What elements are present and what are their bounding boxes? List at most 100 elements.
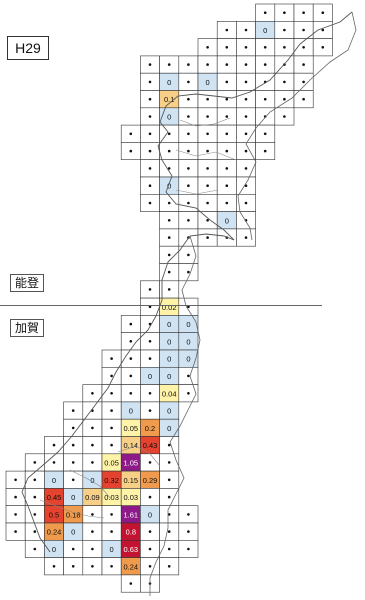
sample-point-dot — [321, 28, 325, 32]
sample-point-dot — [148, 357, 152, 360]
sample-point-dot — [206, 149, 209, 153]
sample-point-dot — [206, 201, 209, 205]
sample-point-dot — [148, 340, 152, 343]
sample-point-dot — [167, 495, 171, 499]
sample-point-dot — [263, 132, 267, 136]
sample-point-dot — [52, 461, 56, 464]
sample-point-dot — [167, 270, 171, 274]
sample-point-dot — [148, 132, 152, 136]
sample-point-dot — [321, 46, 325, 49]
sample-point-dot — [33, 547, 37, 551]
sample-point-dot — [187, 392, 190, 395]
sample-point-dot — [187, 270, 190, 274]
sample-point-dot — [129, 392, 133, 395]
cell-value-label: 0.24 — [123, 562, 138, 571]
sample-point-dot — [244, 236, 248, 239]
sample-point-dot — [206, 115, 209, 118]
cell-value-label: 0.09 — [85, 493, 100, 502]
cell-value-label: 0 — [186, 320, 190, 329]
cell-value-label: 0 — [167, 337, 171, 346]
sample-point-dot — [244, 132, 248, 136]
cell-value-label: 0.02 — [162, 303, 177, 312]
sample-point-dot — [148, 409, 152, 412]
sample-point-dot — [187, 547, 190, 551]
sample-point-dot — [167, 461, 171, 464]
sample-point-dot — [148, 547, 152, 551]
cell-value-label: 0 — [71, 528, 75, 537]
sample-point-dot — [71, 547, 75, 551]
sample-point-dot — [206, 132, 209, 136]
sample-point-dot — [148, 495, 152, 499]
sample-point-dot — [52, 565, 56, 568]
sample-point-dot — [167, 201, 171, 205]
cell-value-label: 0 — [263, 26, 267, 35]
cell-value-label: 0 — [206, 78, 210, 87]
sample-point-dot — [187, 305, 190, 309]
cell-value-label: 0 — [167, 113, 171, 122]
sample-point-dot — [302, 97, 305, 101]
sample-point-dot — [206, 236, 209, 239]
cell-value-label: 0.2 — [145, 424, 155, 433]
sample-point-dot — [91, 392, 94, 395]
sample-point-dot — [14, 513, 17, 516]
sample-point-dot — [244, 167, 248, 170]
sample-point-dot — [91, 426, 94, 430]
sample-point-dot — [129, 582, 133, 585]
sample-point-dot — [302, 46, 305, 49]
sample-point-dot — [283, 115, 286, 118]
sample-point-dot — [167, 547, 171, 551]
sample-point-dot — [167, 513, 171, 516]
sample-point-dot — [148, 565, 152, 568]
sample-point-dot — [187, 201, 190, 205]
sample-point-dot — [167, 478, 171, 482]
cell-value-label: 0.8 — [126, 528, 136, 537]
sample-point-dot — [187, 97, 190, 101]
sample-point-dot — [91, 461, 94, 464]
sample-point-dot — [129, 357, 133, 360]
sample-point-dot — [321, 11, 325, 14]
sample-point-dot — [302, 28, 305, 32]
sample-point-dot — [71, 461, 75, 464]
sample-point-dot — [244, 80, 248, 84]
sample-point-dot — [148, 80, 152, 84]
cell-value-label: 0 — [167, 355, 171, 364]
sample-point-dot — [110, 443, 113, 447]
prefecture-border — [149, 11, 357, 596]
sample-point-dot — [110, 392, 113, 395]
sample-point-dot — [263, 149, 267, 153]
cell-value-label: 0 — [110, 545, 114, 554]
sample-point-dot — [33, 495, 37, 499]
cell-value-label: 0.29 — [143, 476, 158, 485]
sample-point-dot — [148, 392, 152, 395]
sample-point-dot — [283, 97, 286, 101]
sample-point-dot — [187, 374, 190, 378]
cell-value-label: 0.32 — [104, 476, 119, 485]
sample-point-dot — [244, 46, 248, 49]
sample-point-dot — [148, 305, 152, 309]
sample-point-dot — [263, 46, 267, 49]
sample-point-dot — [167, 132, 171, 136]
sample-point-dot — [167, 149, 171, 153]
cell-value-label: 0 — [167, 424, 171, 433]
cell-value-label: 0.1 — [164, 95, 174, 104]
sample-point-dot — [167, 219, 171, 222]
sample-point-dot — [187, 219, 190, 222]
cell-value-label: 0.03 — [104, 493, 119, 502]
sample-point-dot — [110, 513, 113, 516]
sample-point-dot — [14, 495, 17, 499]
sample-point-dot — [244, 184, 248, 187]
sample-point-dot — [225, 132, 229, 136]
sample-point-dot — [187, 149, 190, 153]
cell-value-label: 0 — [148, 510, 152, 519]
sample-point-dot — [91, 565, 94, 568]
sample-point-dot — [110, 530, 113, 533]
sample-point-dot — [148, 461, 152, 464]
region-divider — [0, 305, 322, 306]
sample-point-dot — [148, 167, 152, 170]
sample-point-dot — [225, 97, 229, 101]
cell-value-label: 0.45 — [47, 493, 62, 502]
sample-point-dot — [91, 547, 94, 551]
sample-point-dot — [71, 443, 75, 447]
